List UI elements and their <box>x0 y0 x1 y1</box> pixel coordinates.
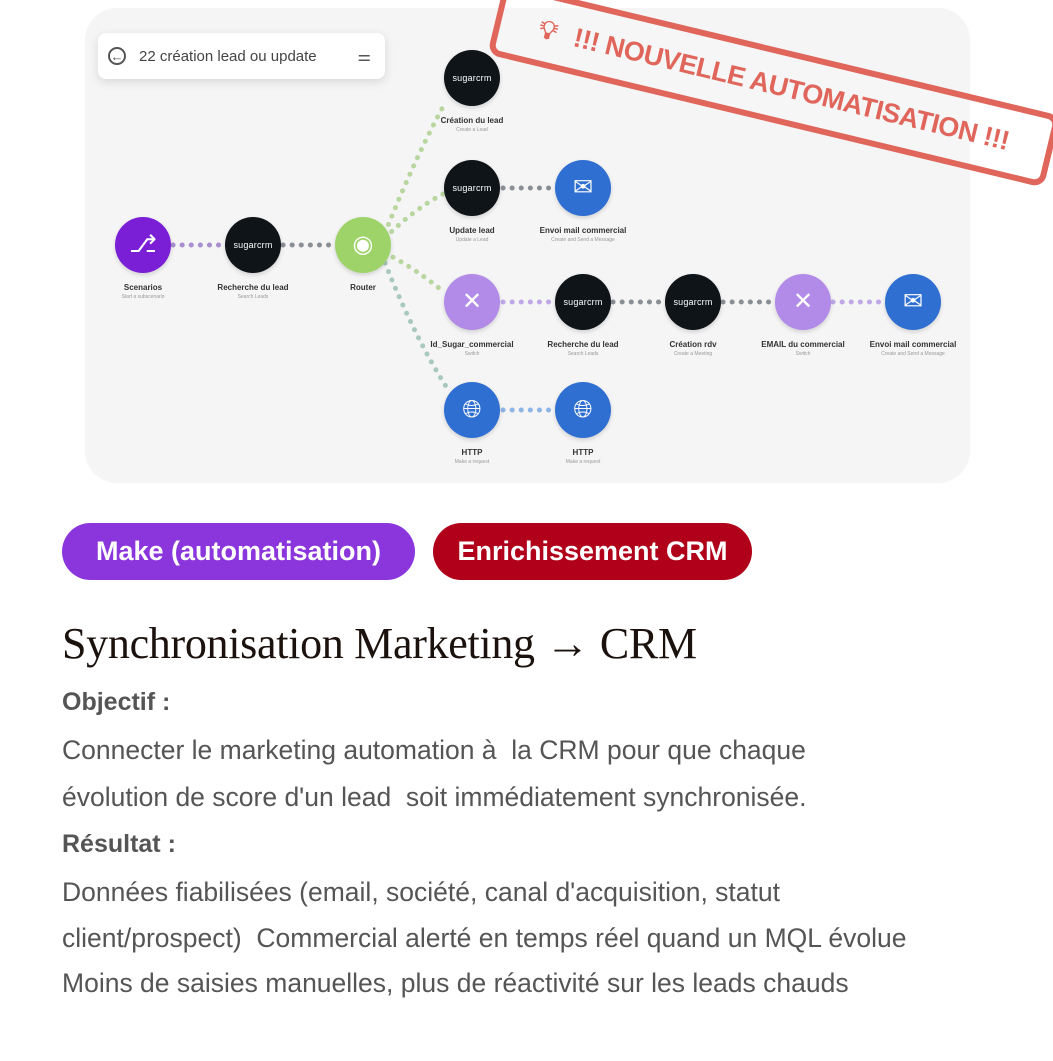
module-node[interactable]: ⎇ <box>115 217 171 273</box>
outlook-icon: ✉ <box>572 174 594 201</box>
module-sublabel: Search Leads <box>567 351 599 357</box>
globe-icon: 🌐︎ <box>462 396 482 423</box>
module-label: Création du lead <box>440 116 504 125</box>
module-sublabel: Create and Send a Message <box>551 237 615 243</box>
module-sublabel: Update a Lead <box>455 237 489 243</box>
module-sublabel: Make a request <box>565 459 601 465</box>
sugarcrm-icon: sugarcrm <box>452 182 492 193</box>
objectif-line: évolution de score d'un lead soit immédi… <box>62 782 807 812</box>
sugarcrm-icon: sugarcrm <box>452 72 492 83</box>
objectif-label: Objectif : <box>62 688 171 716</box>
scenario-header: ← 22 création lead ou update ⚌ <box>98 33 385 79</box>
module-label: Création rdv <box>669 340 717 349</box>
resultat-line: Moins de saisies manuelles, plus de réac… <box>62 968 849 998</box>
module-label: Recherche du lead <box>547 340 619 349</box>
module-sublabel: Make a request <box>454 459 490 465</box>
module-node[interactable]: sugarcrm <box>225 217 281 273</box>
sugarcrm-icon: sugarcrm <box>673 296 713 307</box>
module-connections <box>170 100 888 413</box>
scenario-screenshot: ← 22 création lead ou update ⚌ ⎇ Scenario… <box>85 8 970 483</box>
sugarcrm-icon: sugarcrm <box>233 239 273 250</box>
module-sublabel: Create a Lead <box>456 127 488 133</box>
module-node[interactable]: sugarcrm <box>444 50 500 106</box>
resultat-line: client/prospect) Commercial alerté en te… <box>62 923 907 953</box>
tools-icon: ✕ <box>792 288 814 315</box>
tag-enrichissement-crm[interactable]: Enrichissement CRM <box>433 523 752 580</box>
outlook-icon: ✉ <box>902 288 924 315</box>
module-sublabel: Create and Send a Message <box>881 351 945 357</box>
module-node[interactable]: ◉ <box>335 217 391 273</box>
module-node[interactable]: sugarcrm <box>665 274 721 330</box>
module-node[interactable]: ✕ <box>775 274 831 330</box>
module-label: Router <box>350 283 376 292</box>
resultat-label: Résultat : <box>62 830 176 858</box>
globe-icon: 🌐︎ <box>573 396 593 423</box>
module-sublabel: Create a Meeting <box>673 351 713 357</box>
arrow-left-circle-icon[interactable]: ← <box>108 47 126 65</box>
module-sublabel: Start a subscenario <box>121 294 165 300</box>
module-node[interactable]: ✉ <box>885 274 941 330</box>
router-icon: ◉ <box>352 231 374 258</box>
resultat-line: Données fiabilisées (email, société, can… <box>62 877 780 907</box>
page-title: Synchronisation Marketing → CRM <box>62 619 697 668</box>
module-node[interactable]: sugarcrm <box>555 274 611 330</box>
scenario-title: 22 création lead ou update <box>139 47 317 65</box>
module-label: Scenarios <box>123 283 163 292</box>
module-node[interactable]: 🌐︎ <box>555 382 611 438</box>
objectif-line: Connecter le marketing automation à la C… <box>62 735 806 765</box>
module-label: Id_Sugar_commercial <box>430 340 514 349</box>
module-node[interactable]: ✉ <box>555 160 611 216</box>
lightbulb-icon: 💡︎ <box>536 13 561 47</box>
module-node[interactable]: sugarcrm <box>444 160 500 216</box>
module-node[interactable]: 🌐︎ <box>444 382 500 438</box>
module-label: EMAIL du commercial <box>761 340 845 349</box>
module-sublabel: Switch <box>795 351 811 357</box>
module-node[interactable]: ✕ <box>444 274 500 330</box>
share-icon: ⎇ <box>129 231 157 258</box>
module-label: Envoi mail commercial <box>869 340 957 349</box>
tag-make[interactable]: Make (automatisation) <box>62 523 415 580</box>
module-sublabel: Switch <box>464 351 480 357</box>
module-sublabel: Search Leads <box>237 294 269 300</box>
module-label: Envoi mail commercial <box>539 226 627 235</box>
module-label: HTTP <box>461 448 483 457</box>
module-label: Update lead <box>449 226 495 235</box>
sugarcrm-icon: sugarcrm <box>563 296 603 307</box>
module-label: Recherche du lead <box>217 283 289 292</box>
tools-icon: ✕ <box>461 288 483 315</box>
module-label: HTTP <box>572 448 594 457</box>
sliders-icon[interactable]: ⚌ <box>357 48 371 65</box>
